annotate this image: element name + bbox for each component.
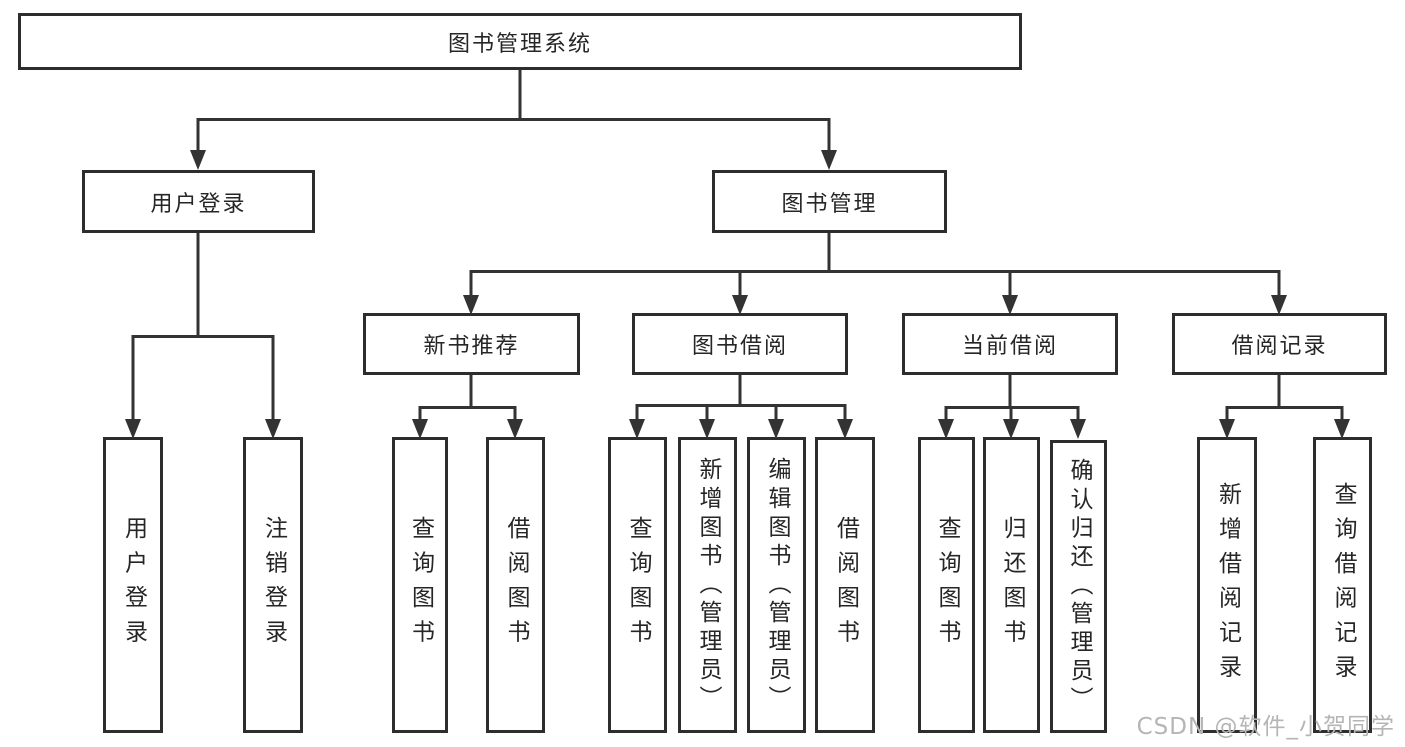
node-borrowing-records-label: 借阅记录 [1231,334,1328,359]
leaf-add-books-admin: 新增图书（管理员） [678,437,737,733]
node-book-borrowing: 图书借阅 [632,313,848,375]
leaf-query-books-current-label: 查询图书 [934,516,960,654]
leaf-add-borrow-record-label: 新增借阅记录 [1214,481,1241,689]
leaf-query-books-recommend-label: 查询图书 [407,516,434,654]
leaf-logout-label: 注销登录 [260,516,287,654]
leaf-query-books-borrowing-label: 查询图书 [625,516,651,654]
node-root: 图书管理系统 [18,13,1022,70]
node-new-book-recommendation-label: 新书推荐 [423,334,520,359]
leaf-query-borrow-record-label: 查询借阅记录 [1330,481,1356,689]
node-new-book-recommendation: 新书推荐 [363,313,580,375]
leaf-user-login: 用户登录 [103,437,163,733]
leaf-add-books-admin-label: 新增图书（管理员） [695,456,721,714]
leaf-query-books-current: 查询图书 [918,437,975,733]
node-borrowing-records: 借阅记录 [1172,313,1387,375]
node-root-label: 图书管理系统 [447,31,592,57]
node-current-borrowing: 当前借阅 [902,313,1118,375]
leaf-query-borrow-record: 查询借阅记录 [1313,437,1372,733]
leaf-return-books-label: 归还图书 [999,516,1025,654]
leaf-logout: 注销登录 [243,437,303,733]
leaf-borrow-books-recommend-label: 借阅图书 [503,516,529,654]
leaf-query-books-borrowing: 查询图书 [608,437,667,733]
leaf-user-login-label: 用户登录 [120,516,147,654]
leaf-edit-books-admin-label: 编辑图书（管理员） [764,456,790,714]
leaf-return-books: 归还图书 [983,437,1040,733]
leaf-borrow-books-borrowing-label: 借阅图书 [832,516,859,654]
node-book-borrowing-label: 图书借阅 [691,334,788,359]
node-user-login: 用户登录 [82,170,315,233]
leaf-borrow-books-borrowing: 借阅图书 [815,437,875,733]
leaf-edit-books-admin: 编辑图书（管理员） [747,437,806,733]
leaf-query-books-recommend: 查询图书 [392,437,448,733]
csdn-watermark: CSDN @软件_小贺同学 [1136,714,1395,740]
leaf-confirm-return-admin: 确认归还（管理员） [1050,440,1107,733]
leaf-borrow-books-recommend: 借阅图书 [486,437,545,733]
leaf-confirm-return-admin-label: 确认归还（管理员） [1066,458,1092,715]
node-book-management-label: 图书管理 [781,191,878,217]
node-current-borrowing-label: 当前借阅 [961,334,1058,359]
node-user-login-label: 用户登录 [150,191,247,217]
node-book-management: 图书管理 [712,170,947,233]
leaf-add-borrow-record: 新增借阅记录 [1197,437,1257,733]
